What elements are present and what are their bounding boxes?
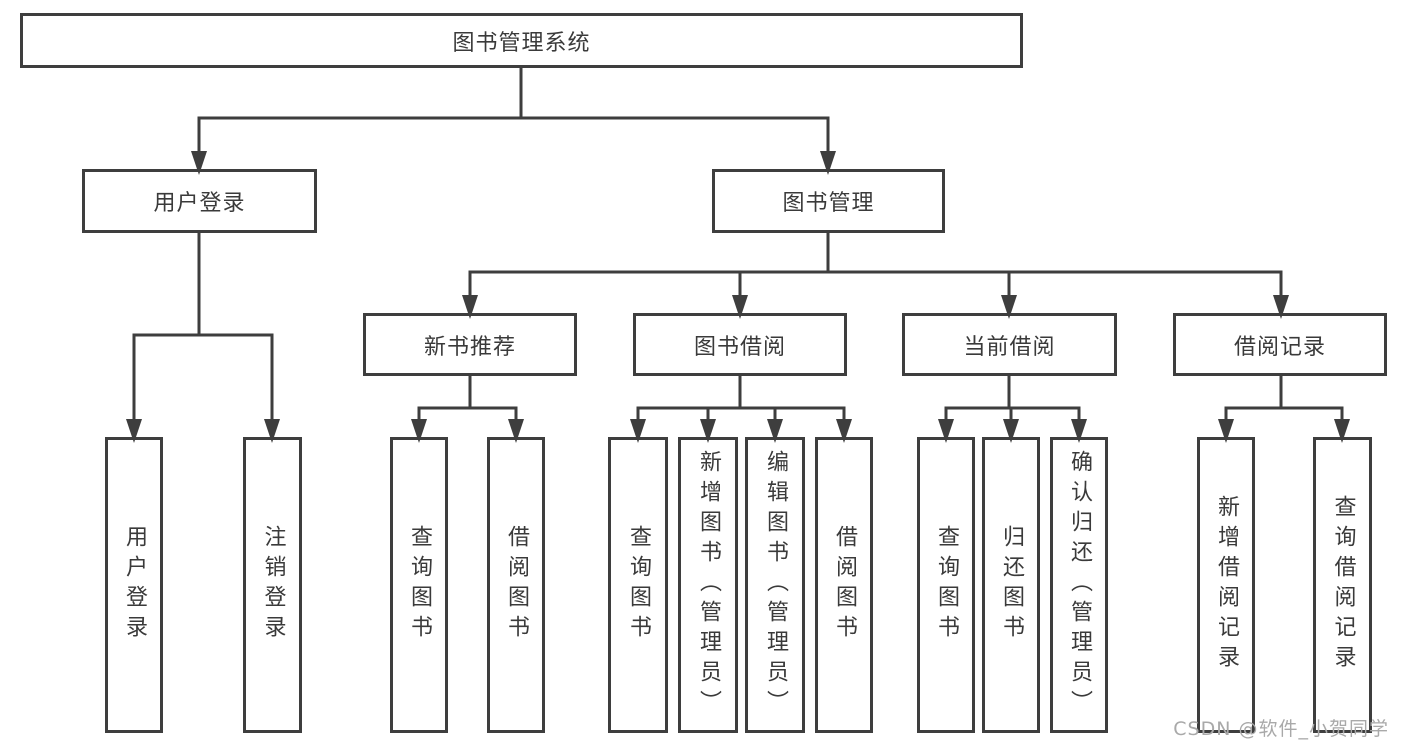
node-label-leaf-query-books-borrowing: 查询图书 bbox=[626, 525, 651, 645]
node-leaf-borrow-books-borrowing: 借阅图书 bbox=[815, 437, 873, 733]
node-branch-new-book-recommend: 新书推荐 bbox=[363, 313, 577, 376]
node-branch-book-management: 图书管理 bbox=[712, 169, 945, 233]
node-label-branch-book-management: 图书管理 bbox=[782, 191, 875, 216]
node-label-branch-user-login: 用户登录 bbox=[153, 191, 246, 216]
node-leaf-query-books-recommend: 查询图书 bbox=[390, 437, 448, 733]
node-branch-current-borrowing: 当前借阅 bbox=[902, 313, 1117, 376]
node-label-branch-book-borrowing: 图书借阅 bbox=[693, 334, 786, 360]
node-label-leaf-add-borrow-record: 新增借阅记录 bbox=[1214, 495, 1239, 675]
node-leaf-add-borrow-record: 新增借阅记录 bbox=[1197, 437, 1255, 733]
node-label-leaf-query-borrow-record: 查询借阅记录 bbox=[1330, 495, 1356, 675]
node-label-root-system: 图书管理系统 bbox=[452, 30, 591, 56]
node-leaf-return-books: 归还图书 bbox=[982, 437, 1040, 733]
node-leaf-add-books-admin: 新增图书（管理员） bbox=[678, 437, 738, 733]
node-branch-book-borrowing: 图书借阅 bbox=[633, 313, 847, 376]
node-label-branch-new-book-recommend: 新书推荐 bbox=[423, 334, 516, 360]
node-label-leaf-query-books-recommend: 查询图书 bbox=[407, 525, 432, 645]
node-branch-user-login: 用户登录 bbox=[82, 169, 317, 233]
node-label-leaf-borrow-books-recommend: 借阅图书 bbox=[504, 525, 529, 645]
node-label-leaf-confirm-return-admin: 确认归还（管理员） bbox=[1067, 450, 1092, 720]
node-leaf-borrow-books-recommend: 借阅图书 bbox=[487, 437, 545, 733]
watermark: CSDN @软件_小贺同学 bbox=[1173, 718, 1389, 740]
node-label-leaf-user-login: 用户登录 bbox=[122, 525, 147, 645]
node-root-system: 图书管理系统 bbox=[20, 13, 1023, 68]
node-label-leaf-edit-books-admin: 编辑图书（管理员） bbox=[763, 450, 788, 720]
node-label-leaf-borrow-books-borrowing: 借阅图书 bbox=[832, 525, 857, 645]
node-label-branch-borrowing-records: 借阅记录 bbox=[1233, 334, 1326, 360]
node-leaf-query-books-borrowing: 查询图书 bbox=[608, 437, 668, 733]
node-label-branch-current-borrowing: 当前借阅 bbox=[963, 334, 1056, 360]
node-label-leaf-logout: 注销登录 bbox=[260, 525, 286, 645]
node-leaf-logout: 注销登录 bbox=[243, 437, 302, 733]
node-leaf-query-borrow-record: 查询借阅记录 bbox=[1313, 437, 1372, 733]
node-label-leaf-add-books-admin: 新增图书（管理员） bbox=[696, 450, 721, 720]
node-branch-borrowing-records: 借阅记录 bbox=[1173, 313, 1387, 376]
node-leaf-user-login: 用户登录 bbox=[105, 437, 163, 733]
node-leaf-edit-books-admin: 编辑图书（管理员） bbox=[745, 437, 805, 733]
node-leaf-confirm-return-admin: 确认归还（管理员） bbox=[1050, 437, 1108, 733]
node-leaf-query-books-current: 查询图书 bbox=[917, 437, 975, 733]
node-label-leaf-query-books-current: 查询图书 bbox=[934, 525, 959, 645]
node-label-leaf-return-books: 归还图书 bbox=[999, 525, 1024, 645]
